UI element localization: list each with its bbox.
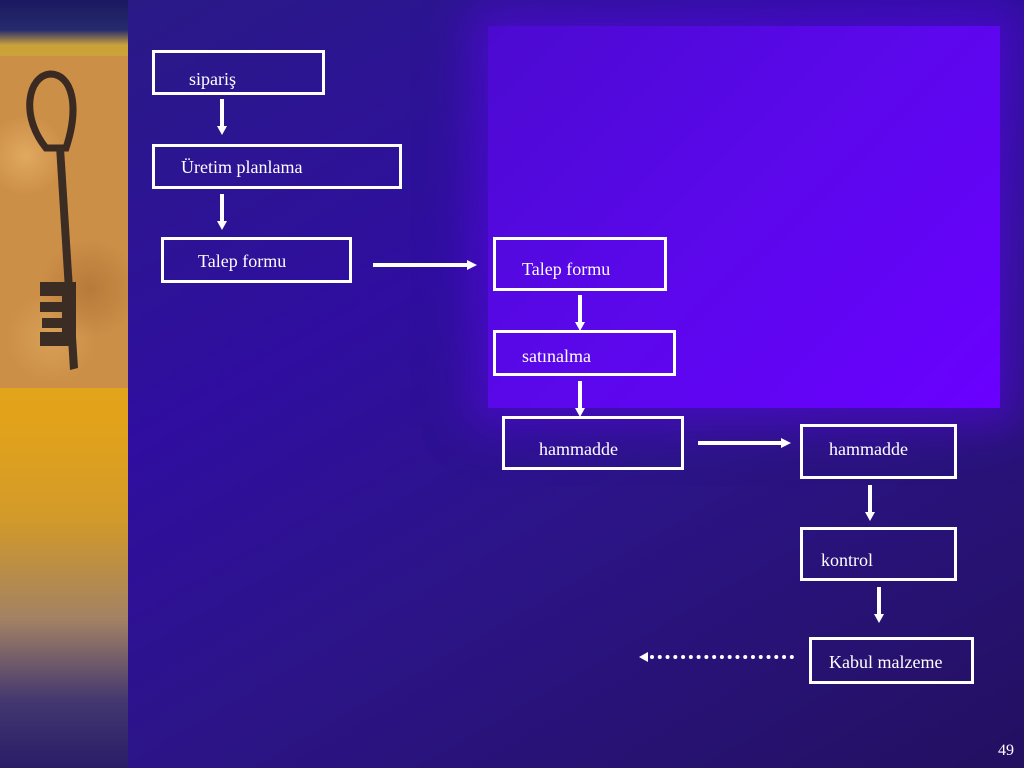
node-kontrol: kontrol [800,527,957,581]
node-label: Talep formu [522,259,611,279]
node-label: sipariş [189,69,236,89]
node-label: kontrol [821,550,873,570]
node-label: Üretim planlama [181,157,303,177]
node-label: hammadde [829,439,908,459]
node-talep-formu-2: Talep formu [493,237,667,291]
arrow-shaft [373,263,468,267]
arrow-shaft [220,194,224,222]
highlight-panel [488,26,1000,408]
slide: sipariş Üretim planlama Talep formu Tale… [128,0,1024,768]
arrow-shaft [220,99,224,127]
arrow-down-icon [575,322,585,331]
node-siparis: sipariş [152,50,325,95]
arrow-shaft [868,485,872,513]
arrow-shaft [578,381,582,409]
sidebar-stripe [0,0,128,768]
node-satinalma: satınalma [493,330,676,376]
node-kabul-malzeme: Kabul malzeme [809,637,974,684]
node-label: Kabul malzeme [829,652,943,672]
node-label: Talep formu [198,251,287,271]
node-label: satınalma [522,346,591,366]
arrow-left-icon [639,652,648,662]
arrow-down-icon [575,408,585,417]
arrow-right-icon [467,260,477,270]
node-uretim-planlama: Üretim planlama [152,144,402,189]
arrow-down-icon [217,126,227,135]
arrow-shaft [578,295,582,323]
arrow-down-icon [217,221,227,230]
key-photo-icon [0,56,128,388]
page-number: 49 [998,742,1014,759]
node-hammadde-2: hammadde [800,424,957,479]
dotted-arrow-line [650,655,794,659]
arrow-down-icon [865,512,875,521]
node-talep-formu-1: Talep formu [161,237,352,283]
arrow-right-icon [781,438,791,448]
node-label: hammadde [539,439,618,459]
node-hammadde-1: hammadde [502,416,684,470]
arrow-down-icon [874,614,884,623]
arrow-shaft [877,587,881,615]
arrow-shaft [698,441,782,445]
